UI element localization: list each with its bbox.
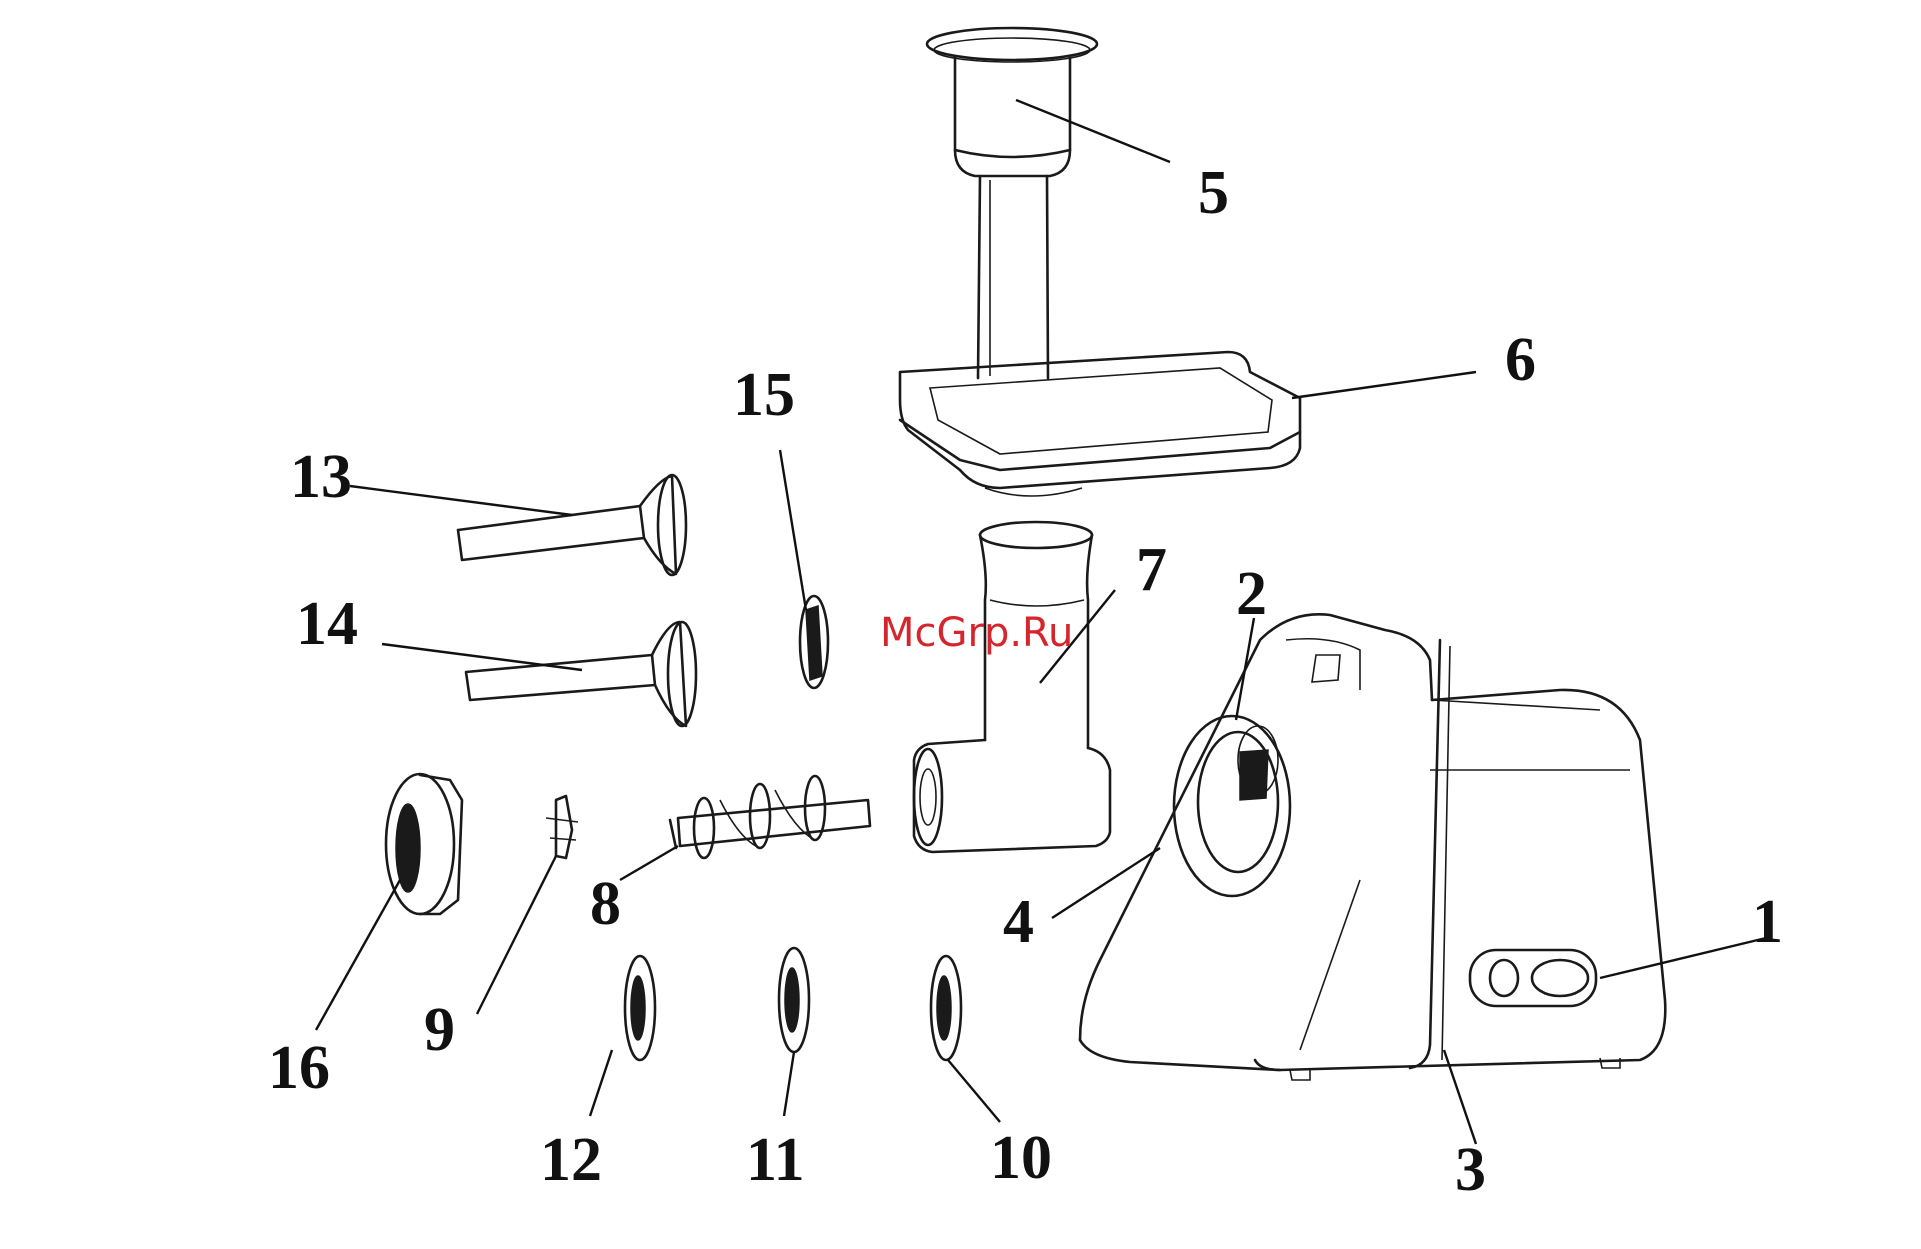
label-1: 1 xyxy=(1752,888,1783,956)
part-8-auger xyxy=(670,776,870,858)
part-16-ring-nut xyxy=(386,774,462,914)
part-6-tray xyxy=(900,352,1300,496)
label-6: 6 xyxy=(1505,326,1536,394)
label-12: 12 xyxy=(540,1126,602,1194)
label-13: 13 xyxy=(290,443,352,511)
part-14-nozzle xyxy=(466,622,696,726)
part-13-nozzle xyxy=(458,475,686,575)
label-5: 5 xyxy=(1198,159,1229,227)
part-12-plate xyxy=(625,956,655,1060)
part-7-grinder-head xyxy=(914,522,1110,852)
label-11: 11 xyxy=(746,1126,805,1194)
label-7: 7 xyxy=(1136,536,1167,604)
label-16: 16 xyxy=(268,1034,330,1102)
callout-labels: 1 2 3 4 5 6 7 8 9 10 11 12 13 14 15 16 xyxy=(268,159,1783,1204)
watermark-text: McGrp.Ru xyxy=(880,610,1073,656)
label-4: 4 xyxy=(1003,888,1034,956)
label-10: 10 xyxy=(990,1124,1052,1192)
part-10-plate xyxy=(931,956,961,1060)
part-5-pusher xyxy=(927,28,1097,378)
label-9: 9 xyxy=(424,996,455,1064)
label-2: 2 xyxy=(1236,560,1267,628)
motor-housing xyxy=(1080,614,1665,1080)
label-15: 15 xyxy=(733,361,795,429)
label-14: 14 xyxy=(296,590,358,658)
part-11-plate xyxy=(779,948,809,1052)
part-9-blade xyxy=(546,796,578,858)
label-3: 3 xyxy=(1455,1136,1486,1204)
label-8: 8 xyxy=(590,870,621,938)
part-15-cone xyxy=(800,596,828,688)
